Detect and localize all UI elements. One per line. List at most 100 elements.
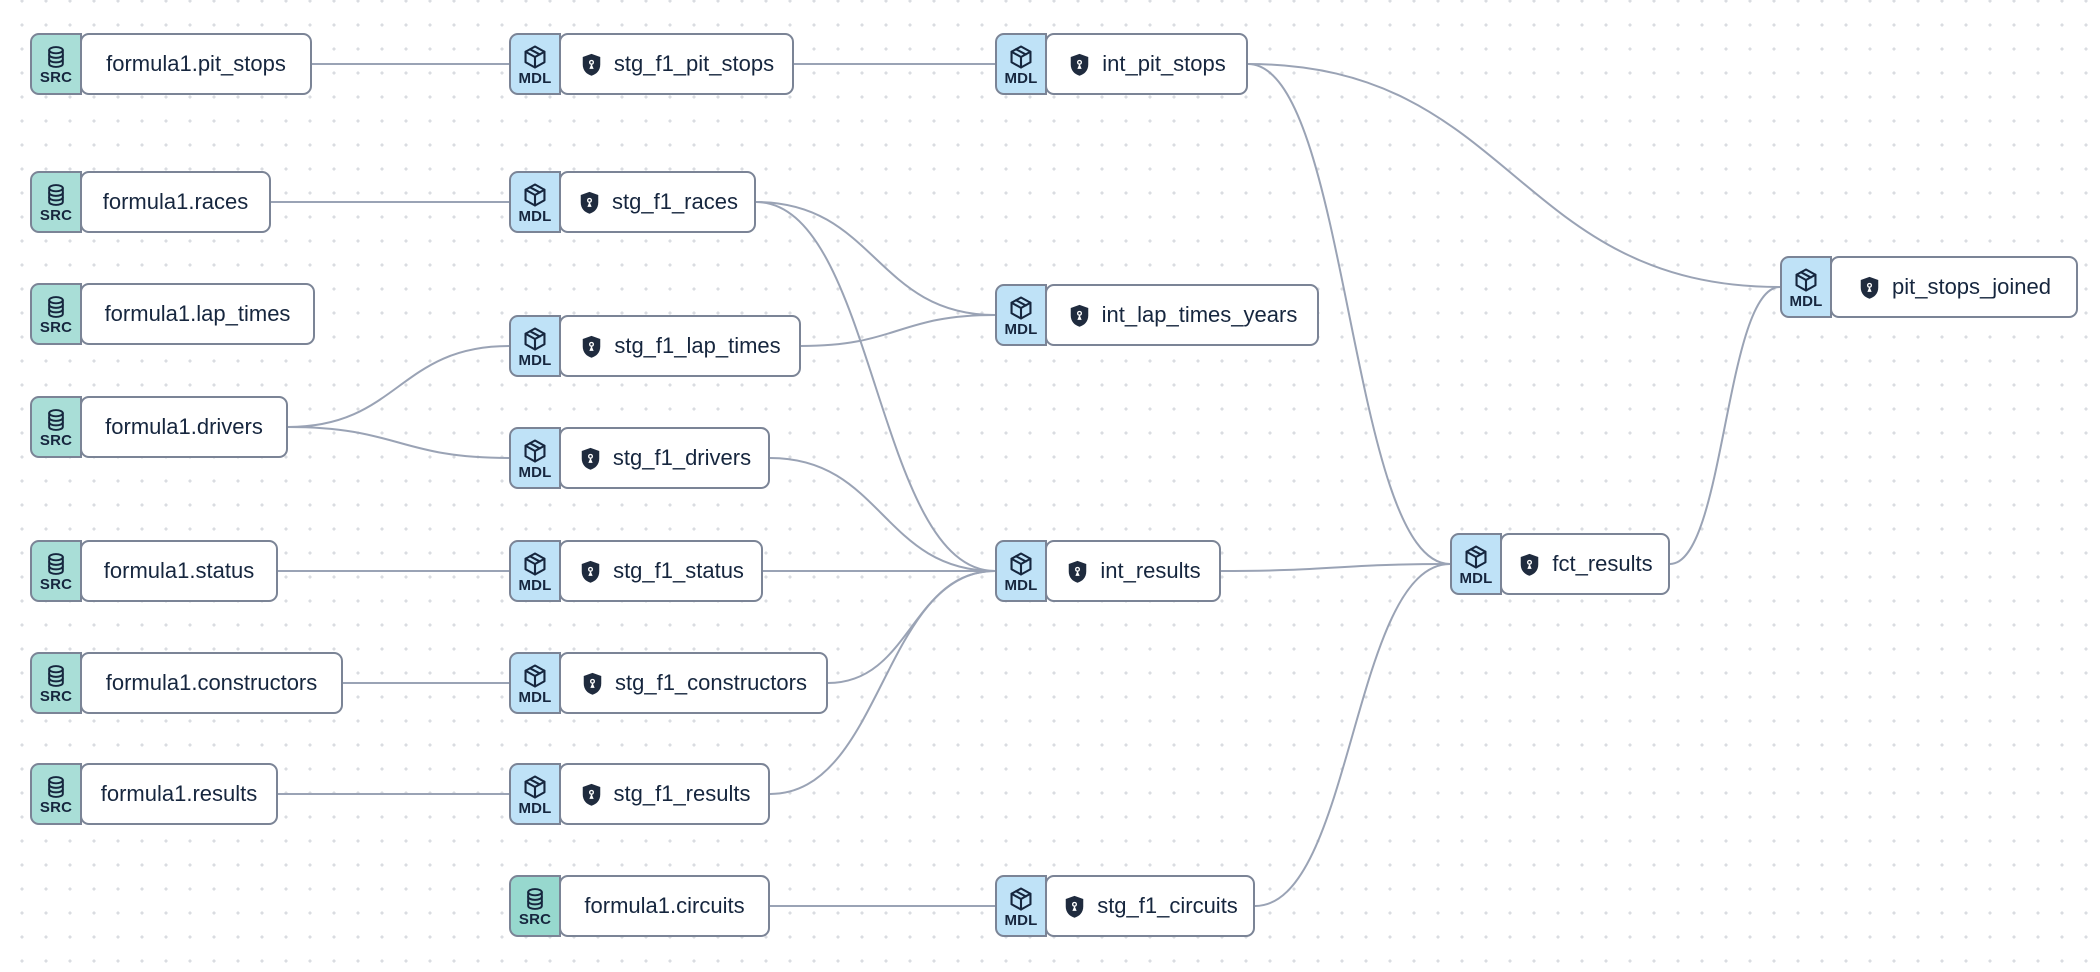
badge-label: MDL xyxy=(1459,569,1493,587)
badge-label: SRC xyxy=(39,798,73,816)
node-label: stg_f1_status xyxy=(613,558,744,583)
badge-label: SRC xyxy=(39,206,73,224)
cube-icon xyxy=(524,326,546,351)
node-body[interactable]: formula1.status xyxy=(80,540,278,602)
edge-int_pit_stops-to-pit_stops_joined xyxy=(1247,63,1781,288)
node-src_lap_times[interactable]: SRC formula1.lap_times xyxy=(30,283,315,345)
node-label: int_lap_times_years xyxy=(1101,302,1298,327)
node-body[interactable]: stg_f1_status xyxy=(559,540,763,602)
node-body[interactable]: int_results xyxy=(1045,540,1221,602)
node-label: formula1.lap_times xyxy=(104,301,291,326)
node-stg_f1_constructors[interactable]: MDL stg_f1_constructors xyxy=(509,652,828,714)
node-body[interactable]: fct_results xyxy=(1500,533,1670,595)
cube-icon xyxy=(1010,44,1032,69)
node-label: fct_results xyxy=(1552,551,1653,576)
database-icon xyxy=(527,887,543,910)
edge-stg_f1_drivers-to-int_results xyxy=(769,457,996,572)
cube-icon xyxy=(1010,886,1032,911)
node-src_results[interactable]: SRC formula1.results xyxy=(30,763,278,825)
node-body[interactable]: formula1.constructors xyxy=(80,652,343,714)
cube-icon xyxy=(524,438,546,463)
model-badge: MDL xyxy=(509,171,561,233)
source-badge: SRC xyxy=(30,171,82,233)
model-badge: MDL xyxy=(509,315,561,377)
node-label: stg_f1_lap_times xyxy=(614,333,781,358)
node-body[interactable]: stg_f1_results xyxy=(559,763,770,825)
shield-icon xyxy=(1860,276,1879,299)
node-int_results[interactable]: MDL int_results xyxy=(995,540,1221,602)
badge-label: MDL xyxy=(1789,292,1823,310)
source-badge: SRC xyxy=(509,875,561,937)
node-body[interactable]: formula1.lap_times xyxy=(80,283,315,345)
node-label: stg_f1_pit_stops xyxy=(613,51,775,76)
node-label: formula1.drivers xyxy=(105,414,263,439)
shield-icon xyxy=(583,335,601,358)
node-body[interactable]: formula1.pit_stops xyxy=(80,33,312,95)
badge-label: MDL xyxy=(1004,576,1038,594)
node-body[interactable]: stg_f1_circuits xyxy=(1045,875,1255,937)
model-badge: MDL xyxy=(995,875,1047,937)
badge-label: MDL xyxy=(518,688,552,706)
node-src_races[interactable]: SRC formula1.races xyxy=(30,171,271,233)
node-int_lap_times_years[interactable]: MDL int_lap_times_years xyxy=(995,284,1319,346)
model-badge: MDL xyxy=(509,427,561,489)
edge-stg_f1_lap_times-to-int_lap_times_years xyxy=(800,314,996,347)
node-pit_stops_joined[interactable]: MDL pit_stops_joined xyxy=(1780,256,2078,318)
node-body[interactable]: stg_f1_lap_times xyxy=(559,315,801,377)
node-label: int_results xyxy=(1100,558,1201,583)
database-icon xyxy=(48,183,64,206)
badge-label: MDL xyxy=(518,576,552,594)
database-icon xyxy=(48,775,64,798)
node-stg_f1_circuits[interactable]: MDL stg_f1_circuits xyxy=(995,875,1255,937)
node-stg_f1_lap_times[interactable]: MDL stg_f1_lap_times xyxy=(509,315,801,377)
cube-icon xyxy=(1010,295,1032,320)
node-body[interactable]: int_pit_stops xyxy=(1045,33,1248,95)
database-icon xyxy=(48,408,64,431)
shield-icon xyxy=(581,447,600,470)
model-badge: MDL xyxy=(509,763,561,825)
node-stg_f1_status[interactable]: MDL stg_f1_status xyxy=(509,540,763,602)
cube-icon xyxy=(524,663,546,688)
node-stg_f1_pit_stops[interactable]: MDL stg_f1_pit_stops xyxy=(509,33,794,95)
node-body[interactable]: pit_stops_joined xyxy=(1830,256,2078,318)
shield-icon xyxy=(1069,560,1087,583)
edge-stg_f1_races-to-int_results xyxy=(755,201,996,572)
node-src_constructors[interactable]: SRC formula1.constructors xyxy=(30,652,343,714)
source-badge: SRC xyxy=(30,283,82,345)
model-badge: MDL xyxy=(995,284,1047,346)
node-body[interactable]: stg_f1_drivers xyxy=(559,427,770,489)
node-src_drivers[interactable]: SRC formula1.drivers xyxy=(30,396,288,458)
node-body[interactable]: int_lap_times_years xyxy=(1045,284,1319,346)
node-body[interactable]: formula1.circuits xyxy=(559,875,770,937)
shield-icon xyxy=(1070,53,1089,76)
badge-label: MDL xyxy=(1004,911,1038,929)
node-body[interactable]: stg_f1_constructors xyxy=(559,652,828,714)
node-label: pit_stops_joined xyxy=(1891,274,2051,299)
model-badge: MDL xyxy=(1450,533,1502,595)
model-badge: MDL xyxy=(509,652,561,714)
badge-label: MDL xyxy=(518,69,552,87)
source-badge: SRC xyxy=(30,396,82,458)
model-badge: MDL xyxy=(509,33,561,95)
model-badge: MDL xyxy=(995,540,1047,602)
model-badge: MDL xyxy=(1780,256,1832,318)
node-body[interactable]: formula1.results xyxy=(80,763,278,825)
cube-icon xyxy=(1795,267,1817,292)
node-label: formula1.constructors xyxy=(105,670,318,695)
shield-icon xyxy=(583,672,602,695)
node-fct_results[interactable]: MDL fct_results xyxy=(1450,533,1670,595)
node-body[interactable]: stg_f1_pit_stops xyxy=(559,33,794,95)
node-body[interactable]: formula1.races xyxy=(80,171,271,233)
node-body[interactable]: stg_f1_races xyxy=(559,171,756,233)
edge-int_results-to-fct_results xyxy=(1220,563,1451,572)
edge-fct_results-to-pit_stops_joined xyxy=(1669,286,1781,565)
node-body[interactable]: formula1.drivers xyxy=(80,396,288,458)
source-badge: SRC xyxy=(30,652,82,714)
